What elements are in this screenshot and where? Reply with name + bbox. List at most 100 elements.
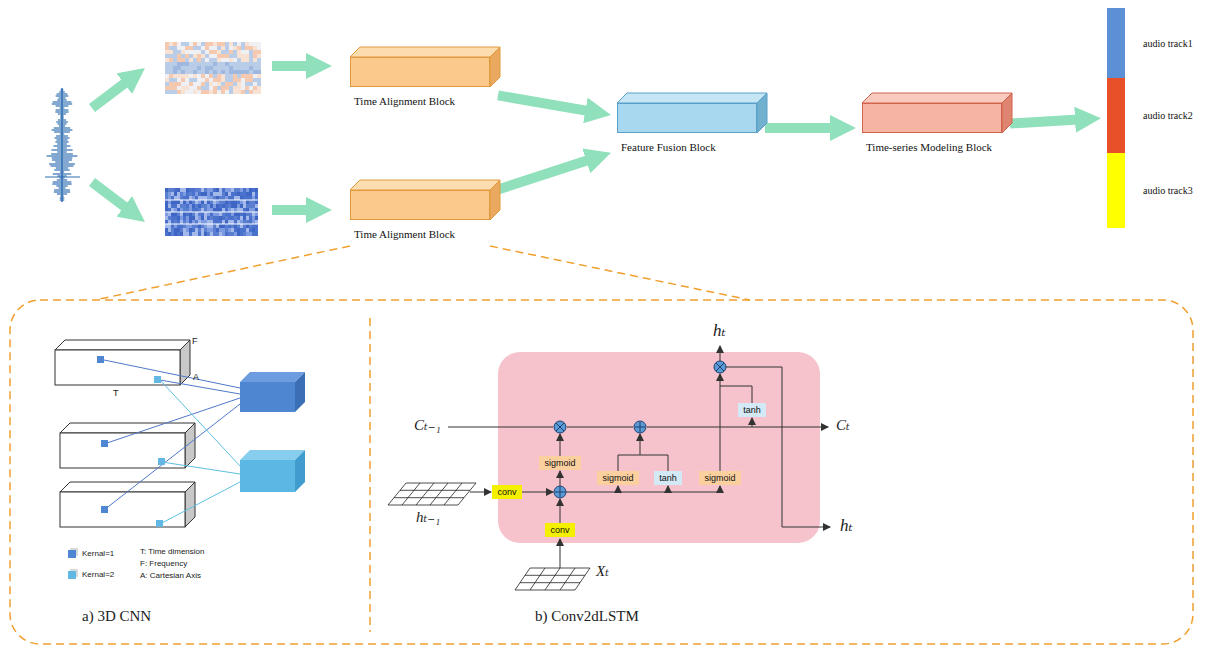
spectrogram <box>193 54 197 58</box>
spectrogram <box>217 66 221 70</box>
cell-wire <box>720 386 752 403</box>
block-side <box>490 47 500 87</box>
spectrogram <box>253 42 257 46</box>
spectrogram <box>237 228 240 232</box>
spectrogram <box>174 224 177 228</box>
detail-callout <box>10 300 1193 644</box>
spectrogram <box>240 200 243 204</box>
spectrogram <box>185 70 189 74</box>
spectrogram <box>237 74 241 78</box>
spectrogram <box>221 90 225 94</box>
spectrogram <box>165 220 168 224</box>
flow-arrow <box>498 158 594 189</box>
spectrogram <box>245 74 249 78</box>
spectrogram <box>228 228 231 232</box>
spectrogram <box>171 212 174 216</box>
spectrogram <box>237 208 240 212</box>
spectrogram <box>165 50 169 54</box>
detail-callout <box>369 318 371 632</box>
spectrogram <box>165 86 169 90</box>
waveform <box>45 88 80 202</box>
spectrogram <box>213 78 217 82</box>
spectrogram <box>229 46 233 50</box>
spectrogram <box>177 216 180 220</box>
block-depth <box>862 93 1014 135</box>
spectrogram <box>189 208 192 212</box>
detail-callout <box>95 246 350 300</box>
spectrogram <box>233 90 237 94</box>
spectrogram <box>245 90 249 94</box>
waveform <box>57 193 67 194</box>
spectrogram <box>174 228 177 232</box>
spectrogram <box>221 42 225 46</box>
operator-circle <box>560 487 561 497</box>
spectrogram <box>213 232 216 236</box>
spectrogram <box>240 192 243 196</box>
spectrogram <box>219 196 222 200</box>
spectrogram <box>204 204 207 208</box>
waveform <box>53 173 71 174</box>
spectrogram <box>240 220 243 224</box>
spectrogram <box>249 90 253 94</box>
spectrogram <box>177 188 180 192</box>
waveform <box>57 143 67 144</box>
spectrogram <box>245 46 249 50</box>
cell-wire <box>668 486 669 492</box>
spectrogram <box>201 212 204 216</box>
spectrogram <box>180 192 183 196</box>
spectrogram <box>217 82 221 86</box>
spectrogram <box>189 54 193 58</box>
spectrogram <box>174 232 177 236</box>
block-depth <box>350 47 502 89</box>
spectrogram <box>237 78 241 82</box>
spectrogram <box>186 196 189 200</box>
spectrogram <box>237 58 241 62</box>
spectrogram <box>207 224 210 228</box>
spectrogram <box>209 46 213 50</box>
spectrogram <box>249 82 253 86</box>
spectrogram <box>253 86 257 90</box>
spectrogram <box>209 86 213 90</box>
signal-name: hₜ <box>713 320 726 341</box>
spectrogram <box>205 46 209 50</box>
spectrogram <box>237 82 241 86</box>
process-block: Time Alignment Block <box>350 190 490 240</box>
spectrogram <box>195 196 198 200</box>
spectrogram <box>173 46 177 50</box>
spectrogram <box>177 66 181 70</box>
kernel-cube <box>97 356 165 527</box>
spectrogram <box>237 46 241 50</box>
waveform <box>60 107 65 108</box>
spectrogram <box>231 204 234 208</box>
spectrogram <box>198 204 201 208</box>
spectrogram <box>195 232 198 236</box>
spectrogram <box>165 42 261 94</box>
spectrogram <box>219 192 222 196</box>
spectrogram <box>234 192 237 196</box>
spectrogram <box>225 82 229 86</box>
waveform <box>57 175 66 176</box>
waveform <box>60 115 64 116</box>
spectrogram <box>177 200 180 204</box>
waveform <box>56 135 68 136</box>
spectrogram <box>241 46 245 50</box>
spectrogram <box>228 208 231 212</box>
spectrogram <box>225 50 229 54</box>
spectrogram <box>228 216 231 220</box>
spectrogram <box>177 70 181 74</box>
spectrogram <box>246 192 249 196</box>
signal-name: Cₜ <box>836 416 850 434</box>
spectrogram <box>228 212 231 216</box>
spectrogram <box>185 58 189 62</box>
spectrogram <box>192 212 195 216</box>
block-depth <box>350 180 502 222</box>
spectrogram <box>257 90 261 94</box>
spectrogram <box>249 50 253 54</box>
spectrogram <box>189 42 193 46</box>
spectrogram <box>185 50 189 54</box>
spectrogram <box>219 208 222 212</box>
spectrogram <box>253 54 257 58</box>
spectrogram <box>168 188 171 192</box>
axis-note: A: Cartesian Axis <box>140 571 201 580</box>
